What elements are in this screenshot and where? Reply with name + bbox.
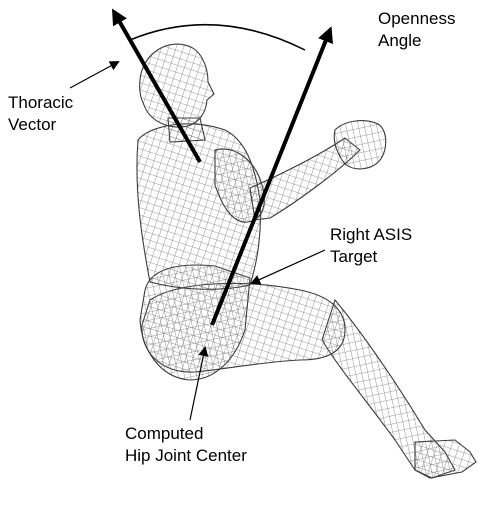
openness-angle-arc (130, 25, 305, 50)
thoracic-vector-label-line1: Thoracic (8, 92, 73, 114)
asis-leader-line (252, 250, 325, 283)
computed-hip-joint-center-label-line1: Computed (125, 423, 247, 445)
right-asis-target-label: Right ASIS Target (330, 224, 412, 268)
openness-angle-label-line1: Openness (378, 8, 456, 30)
manikin-head (140, 44, 214, 127)
thoracic-vector-label: Thoracic Vector (8, 92, 73, 136)
computed-hip-joint-center-label: Computed Hip Joint Center (125, 423, 247, 467)
manikin-figure (137, 44, 476, 478)
thoracic-leader-line (70, 62, 118, 88)
right-asis-target-label-line1: Right ASIS (330, 224, 412, 246)
thoracic-vector-label-line2: Vector (8, 114, 73, 136)
openness-angle-label-line2: Angle (378, 30, 456, 52)
manikin-feet (415, 440, 476, 478)
openness-angle-label: Openness Angle (378, 8, 456, 52)
computed-hip-joint-center-label-line2: Hip Joint Center (125, 445, 247, 467)
right-asis-target-label-line2: Target (330, 246, 412, 268)
